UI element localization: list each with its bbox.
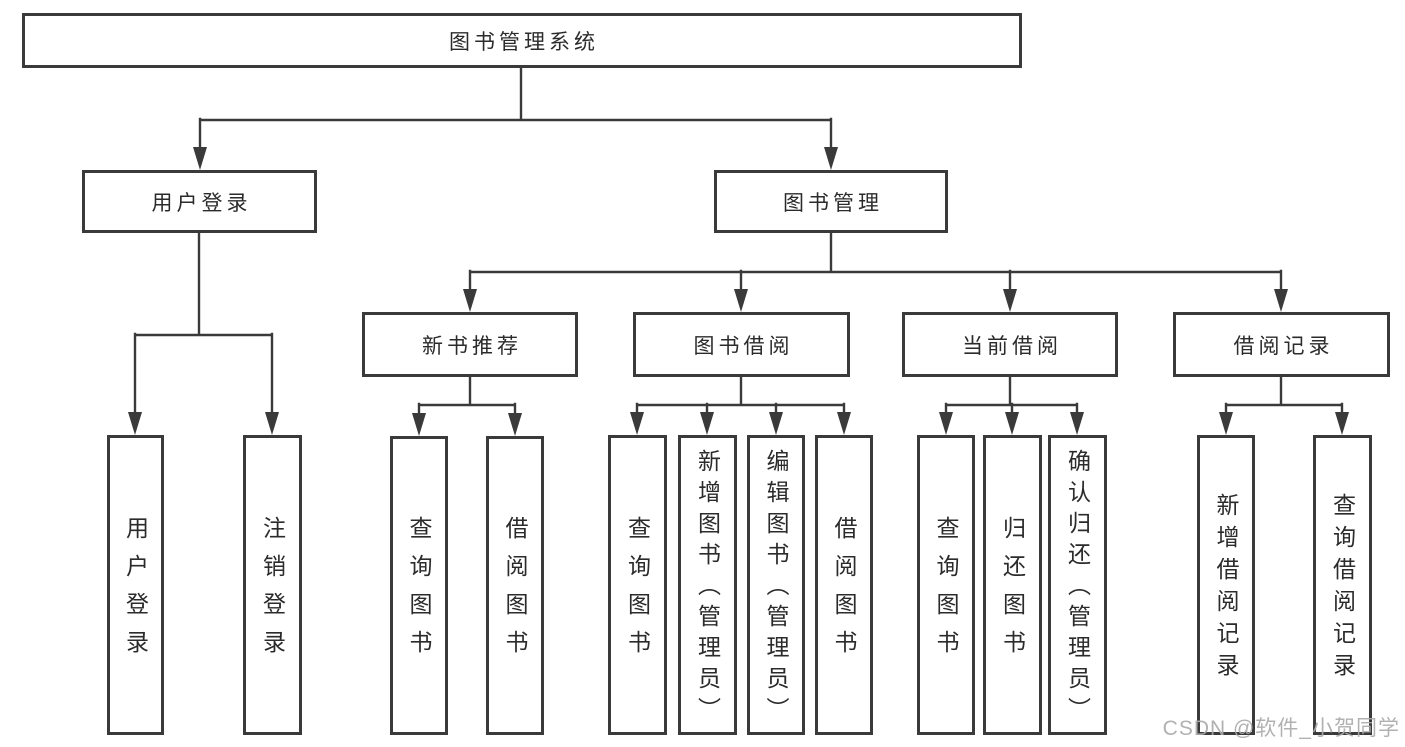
leaf-user-login: 用户登录 xyxy=(107,435,164,735)
leaf-logout: 注销登录 xyxy=(243,435,302,735)
leaf-borrowing-borrow-books: 借阅图书 xyxy=(815,435,873,735)
leaf-label: 新增借阅记录 xyxy=(1213,493,1239,685)
leaf-label: 查询图书 xyxy=(406,516,432,668)
node-book-management-system: 图书管理系统 xyxy=(22,13,1022,68)
leaf-label: 确认归还（管理员） xyxy=(1064,449,1091,728)
leaf-edit-books-admin: 编辑图书（管理员） xyxy=(747,435,805,735)
node-book-management: 图书管理 xyxy=(714,170,948,233)
leaf-label: 查询图书 xyxy=(624,515,651,668)
leaf-add-books-admin: 新增图书（管理员） xyxy=(678,435,737,735)
leaf-query-borrow-record: 查询借阅记录 xyxy=(1313,435,1372,735)
node-borrowing-records: 借阅记录 xyxy=(1173,312,1390,377)
leaf-label: 借阅图书 xyxy=(831,515,857,668)
leaf-return-books: 归还图书 xyxy=(983,435,1042,735)
leaf-label: 借阅图书 xyxy=(502,516,528,668)
node-book-borrowing: 图书借阅 xyxy=(633,312,850,377)
node-new-book-recommend: 新书推荐 xyxy=(362,312,578,377)
node-user-login: 用户登录 xyxy=(82,170,317,233)
leaf-current-query-books: 查询图书 xyxy=(917,435,975,735)
node-current-borrowing: 当前借阅 xyxy=(902,312,1118,377)
leaf-label: 新增图书（管理员） xyxy=(694,449,721,728)
leaf-recommend-borrow-books: 借阅图书 xyxy=(486,436,544,735)
leaf-label: 编辑图书（管理员） xyxy=(763,449,789,728)
leaf-label: 用户登录 xyxy=(122,515,149,668)
leaf-recommend-query-books: 查询图书 xyxy=(390,436,448,735)
leaf-label: 归还图书 xyxy=(999,515,1026,668)
leaf-label: 查询借阅记录 xyxy=(1329,493,1356,685)
leaf-label: 查询图书 xyxy=(933,515,959,668)
leaf-borrowing-query-books: 查询图书 xyxy=(608,435,667,735)
csdn-watermark: CSDN @软件_小贺同学 xyxy=(1162,717,1400,740)
leaf-add-borrow-record: 新增借阅记录 xyxy=(1197,435,1255,735)
leaf-confirm-return-admin: 确认归还（管理员） xyxy=(1048,435,1107,735)
leaf-label: 注销登录 xyxy=(259,515,286,668)
